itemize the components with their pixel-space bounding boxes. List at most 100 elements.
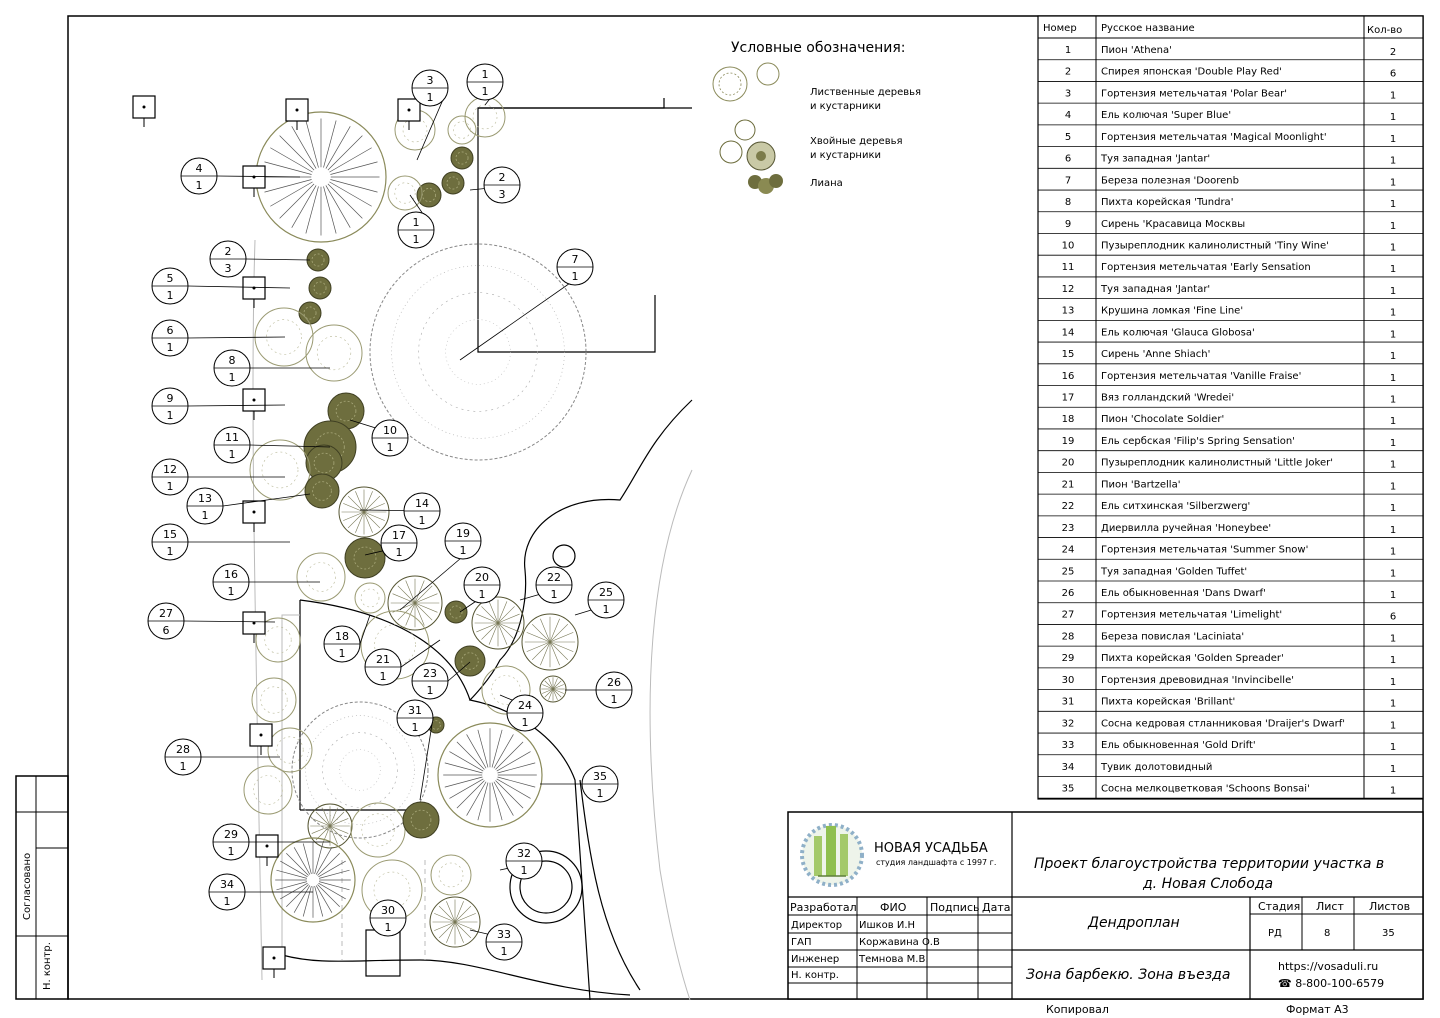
side-stamp-ncontr: Н. контр. — [42, 942, 53, 990]
callout-plant-count: 1 — [419, 514, 426, 527]
person-fio-2: Коржавина О.В — [859, 937, 940, 948]
plant-symbol — [521, 613, 579, 671]
table-cell-name: Сосна мелкоцветковая 'Schoons Bonsai' — [1101, 783, 1310, 794]
table-cell-name: Ель обыкновенная 'Gold Drift' — [1101, 740, 1256, 751]
callout-plant-number: 12 — [163, 463, 177, 476]
col-date-header: Дата — [982, 901, 1010, 914]
callout-plant-count: 1 — [427, 684, 434, 697]
table-cell-qty: 1 — [1390, 633, 1396, 644]
plant-callout: 261 — [565, 671, 633, 709]
plant-symbol — [471, 596, 525, 650]
plant-callout: 276 — [147, 602, 276, 640]
plant-callout: 181 — [323, 614, 371, 663]
table-cell-qty: 1 — [1390, 308, 1396, 319]
callout-plant-number: 35 — [593, 770, 607, 783]
plant-symbol — [344, 537, 386, 579]
table-cell-qty: 6 — [1390, 612, 1396, 623]
zone-name: Зона барбекю. Зона въезда — [1026, 967, 1230, 983]
callout-plant-count: 1 — [385, 921, 392, 934]
format-label: Формат А3 — [1286, 1003, 1349, 1016]
callout-plant-number: 3 — [427, 74, 434, 87]
callout-plant-count: 1 — [460, 544, 467, 557]
logo-mark — [800, 823, 864, 887]
table-cell-name: Тувик долотовидный — [1100, 762, 1212, 773]
table-cell-name: Береза повислая 'Laciniata' — [1101, 631, 1244, 642]
table-cell-num: 14 — [1062, 327, 1075, 338]
callout-plant-number: 34 — [220, 878, 234, 891]
plant-symbol — [416, 182, 442, 208]
table-cell-qty: 1 — [1390, 503, 1396, 514]
callout-plant-count: 6 — [163, 624, 170, 637]
callout-plant-count: 1 — [427, 91, 434, 104]
plant-callout: 331 — [469, 923, 523, 961]
project-title-line1: Проект благоустройства территории участк… — [1034, 856, 1384, 872]
callout-plant-count: 1 — [224, 895, 231, 908]
plant-callout: 151 — [151, 523, 290, 561]
table-cell-qty: 1 — [1390, 677, 1396, 688]
table-cell-name: Гортензия метельчатая 'Magical Moonlight… — [1101, 132, 1327, 143]
plant-symbol — [437, 722, 543, 828]
callout-plant-count: 1 — [167, 480, 174, 493]
callout-plant-count: 1 — [387, 441, 394, 454]
plant-symbol — [430, 854, 472, 896]
legend-item-3-line1: Лиана — [810, 178, 843, 189]
table-cell-name: Береза полезная 'Doorenb — [1101, 175, 1239, 186]
plant-callout: 121 — [151, 458, 285, 496]
col-fio-header: ФИО — [880, 901, 907, 914]
phone-number[interactable]: ☎ 8-800-100-6579 — [1278, 977, 1384, 990]
table-cell-qty: 1 — [1390, 742, 1396, 753]
callout-plant-number: 33 — [497, 928, 511, 941]
plant-callout: 81 — [213, 349, 330, 387]
callout-plant-count: 1 — [196, 179, 203, 192]
logo-subtitle: студия ландшафта с 1997 г. — [876, 858, 996, 867]
table-cell-num: 23 — [1062, 523, 1075, 534]
callout-plant-number: 32 — [517, 847, 531, 860]
plant-symbol — [249, 439, 311, 501]
callout-plant-number: 2 — [499, 171, 506, 184]
table-cell-num: 15 — [1062, 349, 1075, 360]
table-cell-num: 5 — [1065, 132, 1071, 143]
table-cell-qty: 1 — [1390, 286, 1396, 297]
person-role-1: Директор — [791, 920, 842, 931]
table-cell-qty: 1 — [1390, 699, 1396, 710]
site-url[interactable]: https://vosaduli.ru — [1278, 960, 1378, 973]
table-cell-qty: 1 — [1390, 199, 1396, 210]
plant-callout: 31 — [411, 69, 449, 161]
plant-callouts: 1131412311237151618191101111121131141151… — [147, 63, 633, 961]
plant-callout: 101 — [349, 419, 409, 457]
legend-item-2-line2: и кустарники — [810, 150, 881, 161]
table-cell-name: Сосна кедровая стланниковая 'Draijer's D… — [1101, 718, 1345, 729]
callout-plant-count: 1 — [412, 721, 419, 734]
plant-callout: 171 — [364, 524, 418, 562]
table-cell-name: Сирень 'Красавица Москвы — [1101, 219, 1245, 230]
plant-symbol — [444, 600, 468, 624]
table-cell-name: Пузыреплодник калинолистный 'Little Joke… — [1101, 458, 1333, 469]
legend-title: Условные обозначения: — [731, 40, 905, 56]
plant-symbol — [304, 473, 340, 509]
plant-symbol — [369, 243, 587, 461]
table-cell-name: Гортензия метельчатая 'Polar Bear' — [1101, 88, 1287, 99]
table-cell-num: 3 — [1065, 88, 1071, 99]
table-cell-name: Крушина ломкая 'Fine Line' — [1101, 306, 1243, 317]
plant-callout: 341 — [208, 873, 313, 911]
plant-symbol — [387, 175, 423, 211]
plant-symbol — [243, 765, 293, 815]
table-cell-qty: 1 — [1390, 177, 1396, 188]
table-cell-qty: 1 — [1390, 351, 1396, 362]
table-cell-name: Диервилла ручейная 'Honeybee' — [1101, 523, 1271, 534]
plant-symbol — [305, 324, 363, 382]
table-cell-qty: 1 — [1390, 785, 1396, 796]
table-cell-num: 7 — [1065, 175, 1071, 186]
table-header-qty: Кол-во — [1367, 25, 1402, 36]
callout-plant-count: 1 — [551, 588, 558, 601]
table-cell-num: 21 — [1062, 479, 1075, 490]
table-cell-num: 28 — [1062, 631, 1075, 642]
table-cell-qty: 1 — [1390, 590, 1396, 601]
callout-plant-number: 22 — [547, 571, 561, 584]
callout-plant-count: 1 — [521, 864, 528, 877]
table-cell-name: Пион 'Athena' — [1101, 45, 1172, 56]
callout-plant-number: 8 — [229, 354, 236, 367]
table-cell-name: Туя западная 'Jantar' — [1100, 284, 1210, 295]
callout-plant-number: 30 — [381, 904, 395, 917]
